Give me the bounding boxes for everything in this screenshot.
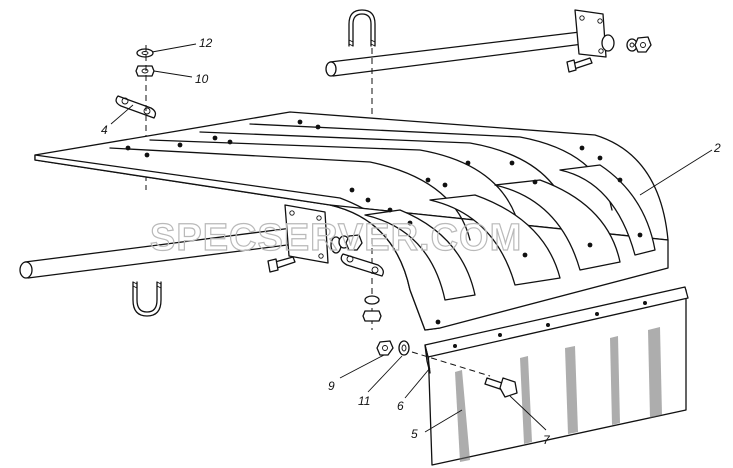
bracket-4 xyxy=(115,95,157,119)
callout-6: 6 xyxy=(397,399,404,413)
callout-11: 11 xyxy=(358,394,370,408)
callout-2: 2 xyxy=(713,141,721,155)
lower-bolt xyxy=(267,256,296,273)
bolt-7 xyxy=(484,377,518,398)
lower-washer-nut xyxy=(338,234,363,251)
callout-10: 10 xyxy=(195,72,209,86)
mudguard-body xyxy=(34,111,669,331)
callout-7: 7 xyxy=(543,433,551,447)
callout-4: 4 xyxy=(101,123,108,137)
callout-9: 9 xyxy=(328,379,335,393)
lower-bracket xyxy=(340,253,384,277)
lower-washer-nut-stack xyxy=(362,295,382,322)
watermark-text: SPECSERVER.COM xyxy=(150,217,522,259)
nut-10 xyxy=(135,65,155,77)
upper-support-rod xyxy=(325,9,615,77)
washer-11 xyxy=(398,340,410,356)
u-bolt-lower xyxy=(132,281,162,317)
callout-5: 5 xyxy=(411,427,418,441)
callout-12: 12 xyxy=(199,36,213,50)
centerline-lower xyxy=(411,351,491,377)
u-bolt-upper xyxy=(348,9,376,47)
washer-12 xyxy=(136,48,154,58)
clamp-strip xyxy=(424,286,689,374)
upper-bolt-nut-washer xyxy=(566,36,652,73)
leader-lines xyxy=(110,43,713,433)
nut-9 xyxy=(376,340,394,356)
